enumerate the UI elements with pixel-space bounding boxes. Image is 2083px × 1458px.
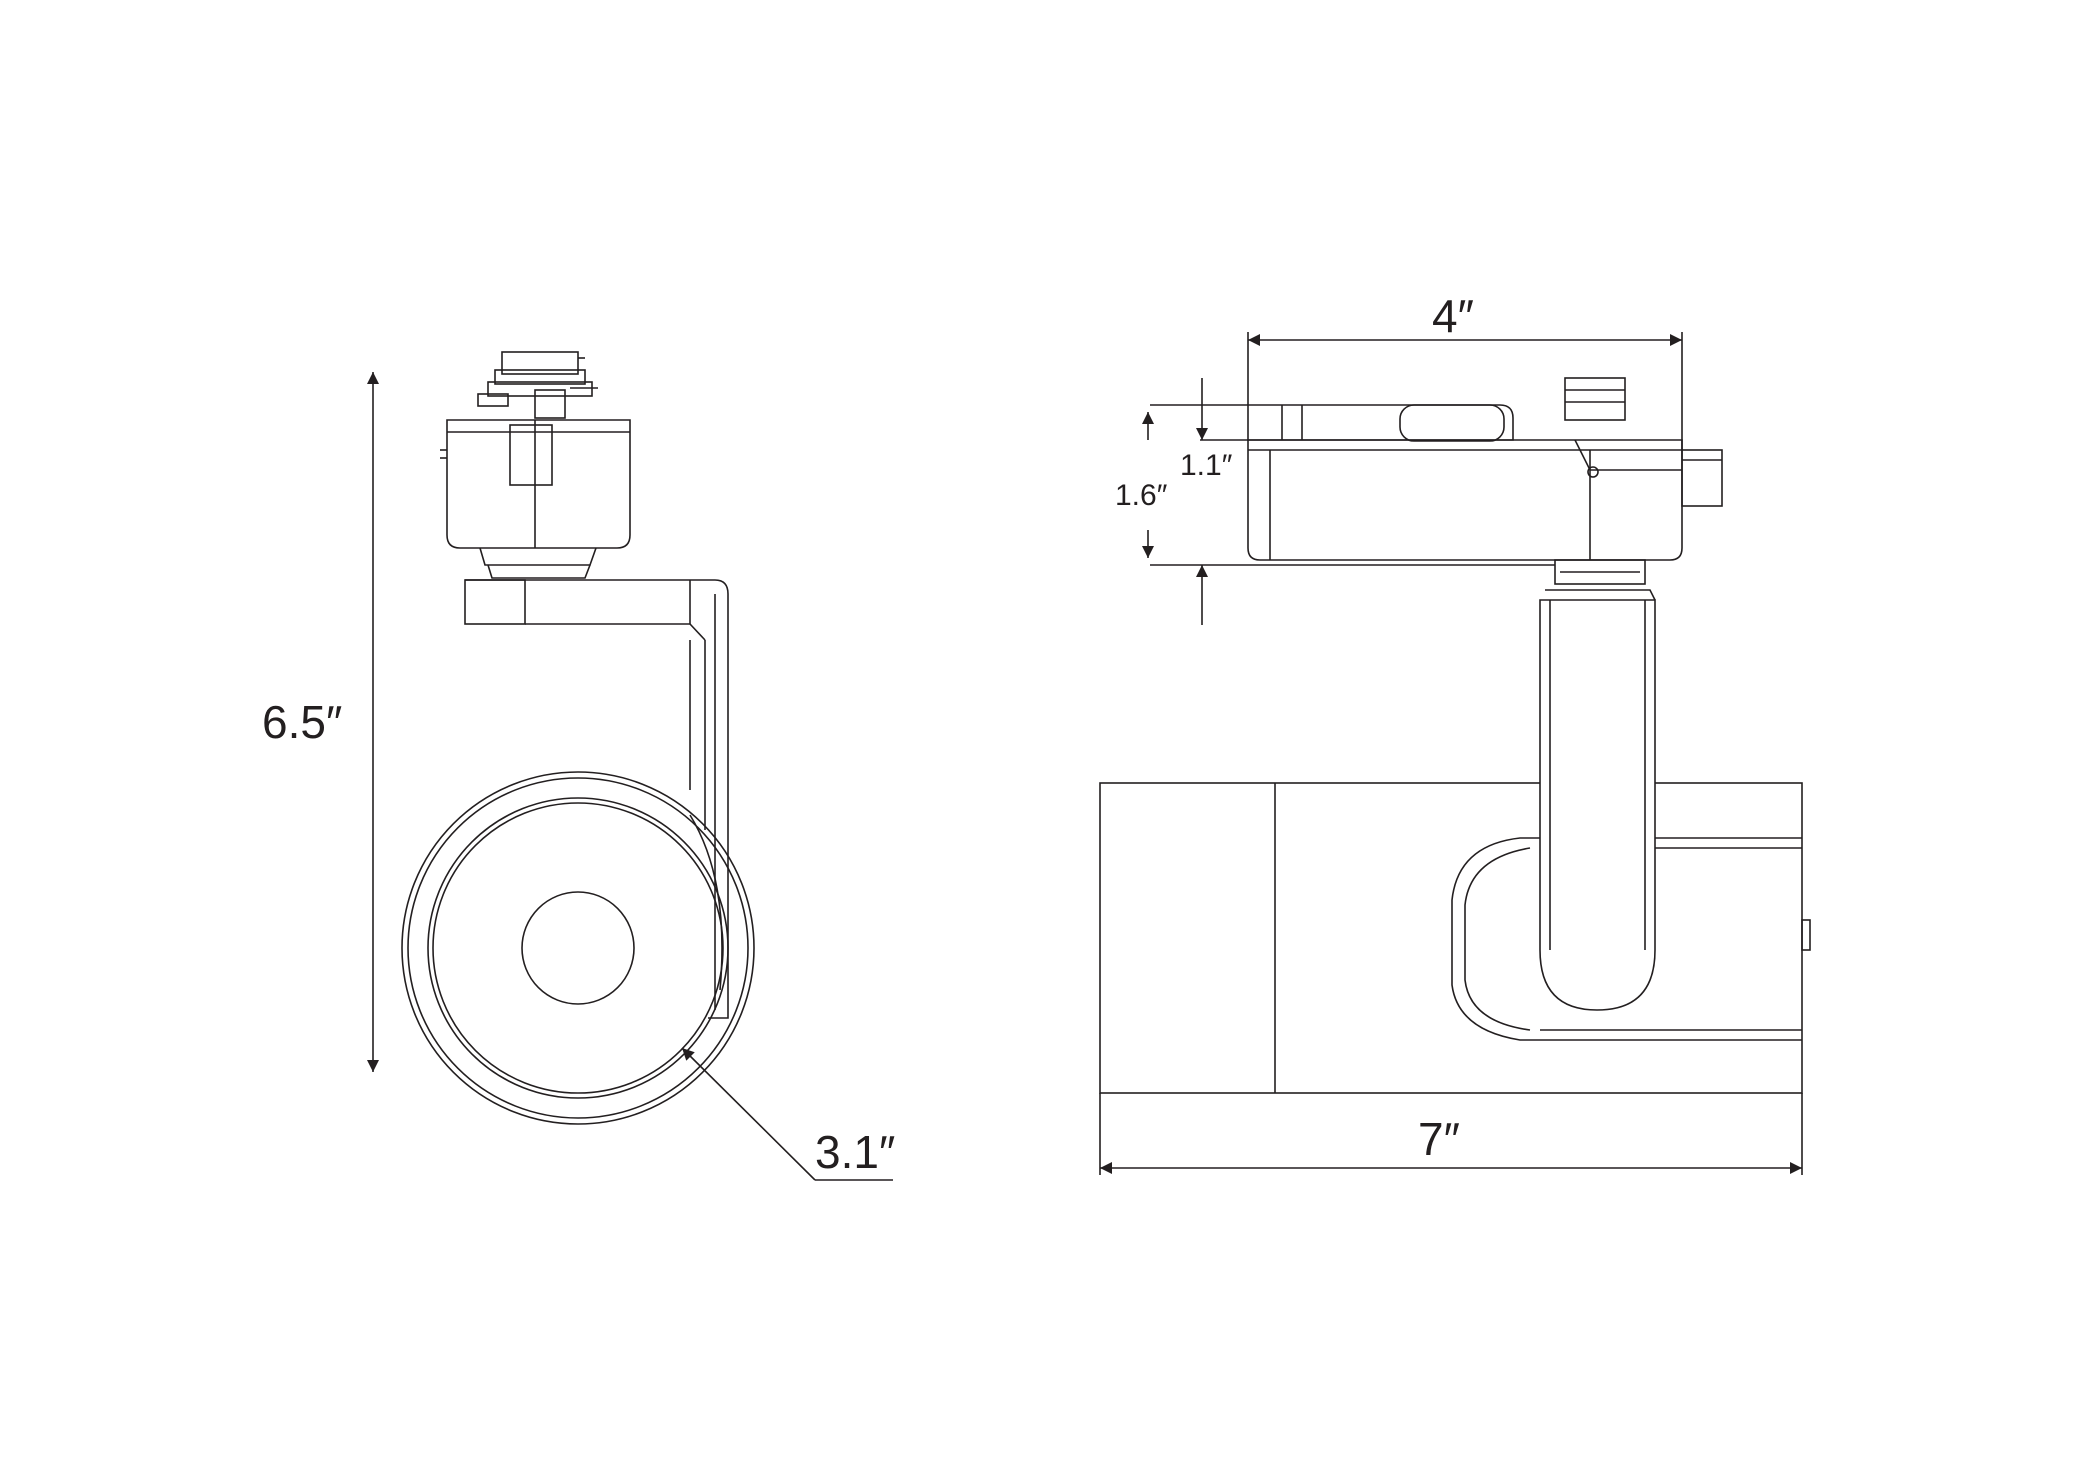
diameter-label: 3.1″ xyxy=(815,1126,895,1178)
lamp-head-face xyxy=(401,771,755,1125)
adapter-height-label: 1.6″ xyxy=(1115,479,1168,512)
adapter-body xyxy=(1247,377,1723,561)
adapter-width-label: 4″ xyxy=(1432,290,1474,342)
front-arm xyxy=(1539,589,1656,1011)
track-adapter-top xyxy=(477,351,598,419)
adapter-height-dimension: 1.6″ xyxy=(1115,404,1555,566)
diameter-leader: 3.1″ xyxy=(681,1047,895,1181)
stem-base xyxy=(1554,559,1646,585)
lamp-head-body xyxy=(1099,782,1811,1094)
head-length-dimension: 7″ xyxy=(1099,1093,1803,1175)
height-dimension: 6.5″ xyxy=(262,372,379,1072)
mounting-arm xyxy=(464,579,729,1019)
head-length-label: 7″ xyxy=(1418,1113,1460,1165)
height-label: 6.5″ xyxy=(262,696,342,748)
adapter-width-dimension: 4″ xyxy=(1247,290,1683,450)
adapter-body-dimension: 1.1″ xyxy=(1180,378,1248,625)
front-view xyxy=(1099,377,1811,1094)
adapter-housing xyxy=(440,419,631,579)
side-view xyxy=(401,351,755,1125)
adapter-body-label: 1.1″ xyxy=(1180,449,1233,482)
